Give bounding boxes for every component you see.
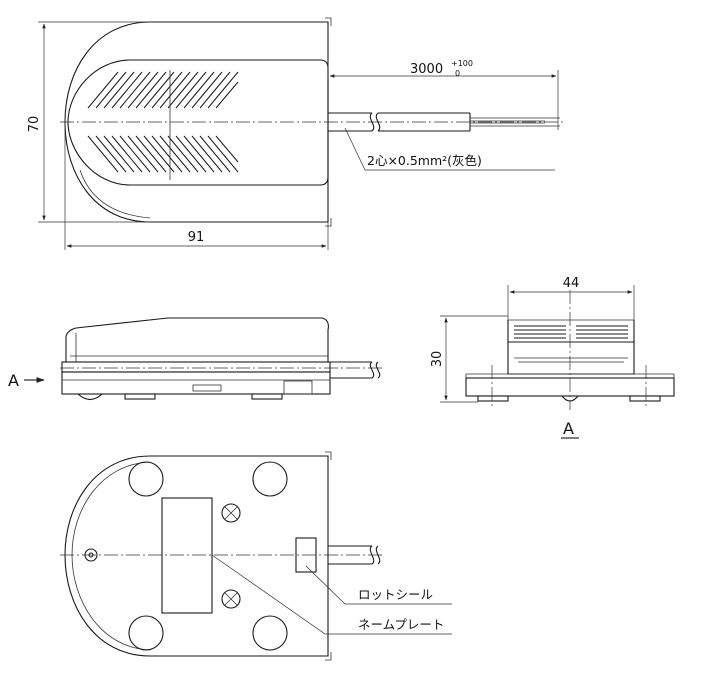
side-base (61, 361, 331, 373)
pedal-outline (67, 59, 329, 186)
front-pedal (507, 320, 635, 343)
bottom-view: ロットシール ネームプレート (60, 451, 452, 661)
foot-circle (128, 461, 164, 497)
callout-name-plate: ネームプレート (358, 617, 444, 632)
dim-cable-length: 3000 (410, 62, 443, 77)
view-label-a: A (563, 419, 574, 438)
view-arrow-label: A (8, 371, 19, 390)
screw-icon (221, 589, 241, 609)
front-view: 44 30 A (430, 276, 675, 439)
cable-spec: 2心×0.5mm²(灰色) (367, 153, 482, 168)
dim-cable-tol-lower: 0 (455, 69, 460, 78)
callout-lot-seal: ロットシール (358, 587, 433, 602)
dim-height-70: 70 (27, 116, 42, 133)
dim-front-width-44: 44 (563, 276, 580, 291)
side-view: A (8, 317, 385, 401)
bottom-outline (64, 455, 329, 657)
side-pedal (65, 317, 329, 362)
name-plate (161, 497, 213, 614)
foot-circle (252, 461, 288, 497)
top-view: 70 91 3000 +100 0 2心×0.5mm²(灰色) (27, 17, 565, 250)
dim-cable-tol-upper: +100 (451, 59, 473, 68)
foot-circle (252, 615, 288, 651)
dim-front-height-30: 30 (430, 351, 445, 368)
dim-width-91: 91 (188, 230, 205, 245)
ventilation-slots (87, 71, 239, 173)
screw-icon (221, 503, 241, 523)
top-cable (328, 112, 471, 132)
foot-circle (128, 615, 164, 651)
